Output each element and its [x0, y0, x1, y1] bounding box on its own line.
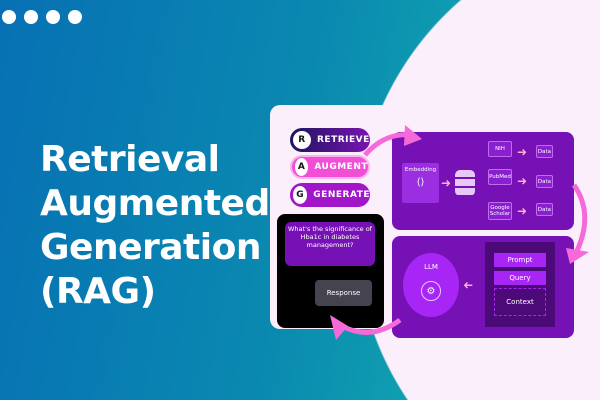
step-label: GENERATE: [313, 190, 370, 200]
data-label: Data: [537, 178, 552, 185]
prompt-label: Prompt: [494, 253, 546, 267]
source-folder: Google Scholar: [488, 202, 512, 220]
chat-window: What's the significance of Hba1c in diab…: [277, 214, 384, 328]
arrow-panel-to-generation: [571, 183, 588, 257]
llm-circle: LLM ⚙: [403, 253, 459, 317]
title-line: Augmented: [40, 183, 270, 224]
embedding-box: Embedding ⟨⟩: [402, 163, 439, 203]
query-label: Query: [494, 271, 546, 285]
data-doc: Data: [536, 175, 553, 188]
source-label: PubMed: [489, 174, 511, 180]
llm-label: LLM: [424, 263, 438, 271]
step-letter: A: [295, 158, 309, 176]
arrow-icon: ➜: [441, 176, 452, 190]
data-doc: Data: [536, 203, 553, 216]
title-line: Retrieval: [40, 139, 220, 180]
source-folder: NIH: [488, 141, 512, 157]
arrow-icon: ➜: [517, 204, 528, 218]
arrowhead: [330, 315, 348, 340]
source-folder: PubMed: [488, 169, 512, 185]
dot: [24, 10, 38, 24]
step-letter: R: [293, 131, 311, 149]
arrow-icon: ➜: [517, 174, 528, 188]
question-bubble: What's the significance of Hba1c in diab…: [285, 222, 375, 266]
source-label: NIH: [495, 146, 505, 152]
data-label: Data: [537, 148, 552, 155]
arrow-llm-to-response: [338, 317, 402, 335]
step-augment: A AUGMENT: [290, 155, 370, 179]
chip-icon: ⟨⟩: [416, 177, 425, 188]
step-label: AUGMENT: [314, 162, 368, 172]
arrowhead: [566, 248, 589, 264]
embedding-label: Embedding: [404, 167, 437, 173]
context-label: Context: [494, 288, 546, 316]
data-doc: Data: [536, 145, 553, 158]
data-label: Data: [537, 206, 552, 213]
source-label: Google Scholar: [489, 205, 511, 217]
title-line: Generation: [40, 227, 261, 268]
arrowhead: [404, 125, 422, 146]
arrow-icon: ➜: [517, 145, 528, 159]
dot: [2, 10, 16, 24]
page-title: Retrieval Augmented Generation (RAG): [40, 138, 270, 314]
dot: [68, 10, 82, 24]
step-retrieve: R RETRIEVE: [290, 128, 370, 152]
dots-decoration: [2, 10, 82, 24]
dot: [46, 10, 60, 24]
step-letter: G: [293, 186, 308, 204]
step-generate: G GENERATE: [290, 183, 370, 207]
database-icon: [455, 170, 475, 196]
title-line: (RAG): [40, 271, 156, 312]
step-label: RETRIEVE: [317, 135, 370, 145]
gear-icon: ⚙: [421, 281, 441, 301]
response-bubble: Response: [315, 280, 372, 306]
